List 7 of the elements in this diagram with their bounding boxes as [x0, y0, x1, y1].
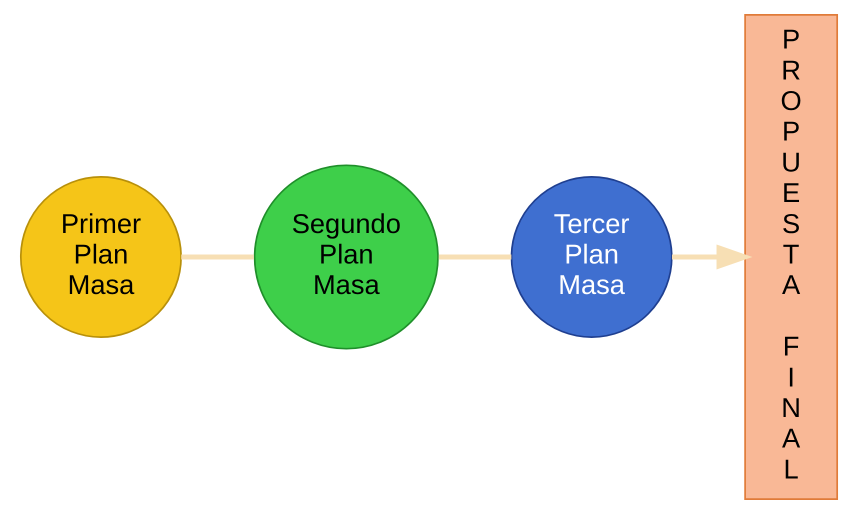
- connector: [181, 254, 254, 260]
- node-box: PROPUESTA FINAL: [744, 14, 838, 500]
- arrow: [672, 244, 752, 270]
- connector: [438, 254, 512, 260]
- node-circle: Segundo Plan Masa: [254, 164, 439, 350]
- node-circle: Primer Plan Masa: [20, 176, 182, 338]
- node-circle: Tercer Plan Masa: [510, 176, 673, 338]
